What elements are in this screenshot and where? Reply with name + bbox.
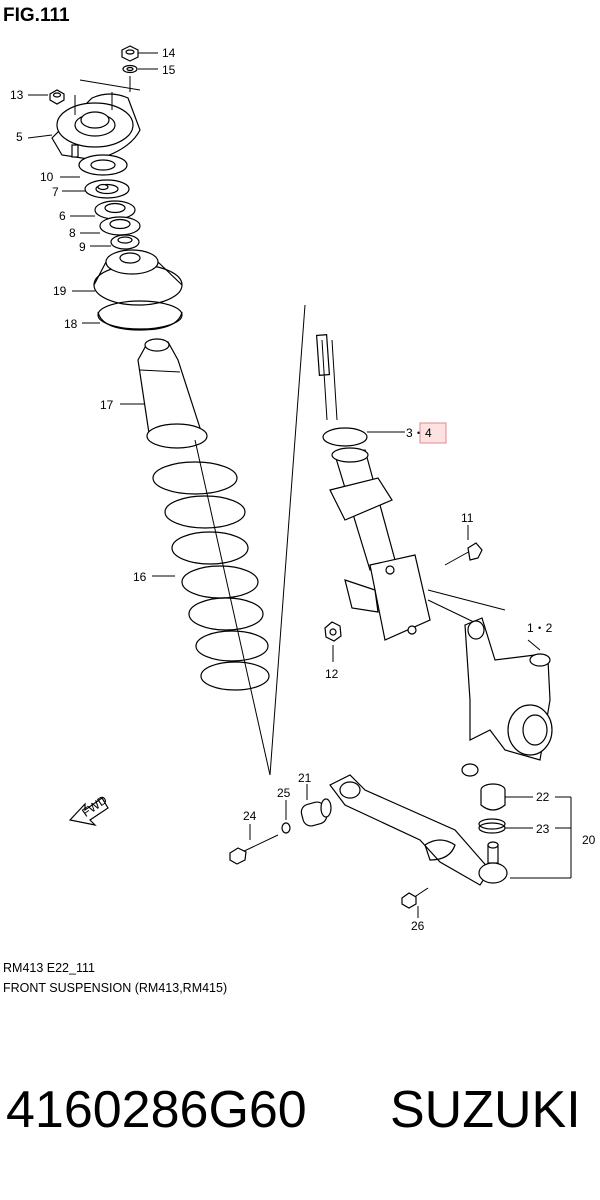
washer-15 xyxy=(122,64,138,74)
figure-title: FIG.111 xyxy=(3,5,70,26)
callout-12: 12 xyxy=(325,667,339,681)
spring-seat-19 xyxy=(93,249,183,306)
callout-24: 24 xyxy=(243,809,257,823)
callout-18: 18 xyxy=(64,317,78,331)
nut-12 xyxy=(324,621,342,642)
callout-16: 16 xyxy=(133,570,147,584)
lower-control-arm-20 xyxy=(329,774,491,886)
callout-7: 7 xyxy=(52,185,59,199)
callout-25: 25 xyxy=(277,786,291,800)
highlight-box-4 xyxy=(419,422,447,444)
suspension-exploded-diagram: FWD 14 15 13 5 10 7 6 8 9 19 18 17 16 3・… xyxy=(10,45,596,933)
callout-20: 20 xyxy=(582,833,596,847)
callout-22: 22 xyxy=(536,790,550,804)
callout-10: 10 xyxy=(40,170,54,184)
callout-1-2: 1・2 xyxy=(527,621,553,635)
bushing-21 xyxy=(300,798,332,827)
seat-8 xyxy=(99,216,141,236)
callout-15: 15 xyxy=(162,63,176,77)
callout-23: 23 xyxy=(536,822,550,836)
callout-26: 26 xyxy=(411,919,425,933)
brand-name: SUZUKI xyxy=(390,1081,581,1139)
strut-mount-5 xyxy=(51,92,141,161)
bearing-6 xyxy=(94,200,136,220)
fwd-arrow-icon: FWD xyxy=(68,792,110,826)
nut-13 xyxy=(49,89,65,105)
bearing-9 xyxy=(110,234,140,250)
coil-spring-16 xyxy=(152,461,270,691)
figure-caption-description: FRONT SUSPENSION (RM413,RM415) xyxy=(3,981,228,995)
strut-assembly-3 xyxy=(315,334,431,641)
spring-insulator-18 xyxy=(97,300,183,331)
callout-14: 14 xyxy=(162,46,176,60)
callout-8: 8 xyxy=(69,226,76,240)
callout-5: 5 xyxy=(16,130,23,144)
bushing-22 xyxy=(480,783,506,811)
callout-4: 4 xyxy=(425,426,432,440)
callout-13: 13 xyxy=(10,88,24,102)
callout-21: 21 xyxy=(298,771,312,785)
ball-joint xyxy=(478,841,508,884)
figure-caption-code: RM413 E22_111 xyxy=(3,961,95,975)
bolt-26 xyxy=(401,887,429,909)
washer-25 xyxy=(281,822,291,834)
callout-6: 6 xyxy=(59,209,66,223)
clip-23 xyxy=(478,818,506,834)
callout-11: 11 xyxy=(461,511,474,525)
washer-10 xyxy=(78,154,128,176)
bump-stop-boot-17 xyxy=(137,338,208,449)
bolt-11 xyxy=(444,542,483,566)
callout-9: 9 xyxy=(79,240,86,254)
washer-7 xyxy=(84,179,130,199)
callout-19: 19 xyxy=(53,284,67,298)
part-number: 4160286G60 xyxy=(6,1081,307,1139)
callout-17: 17 xyxy=(100,398,114,412)
nut-14 xyxy=(121,45,139,62)
steering-knuckle-1 xyxy=(461,617,553,777)
bolt-24 xyxy=(229,834,279,865)
